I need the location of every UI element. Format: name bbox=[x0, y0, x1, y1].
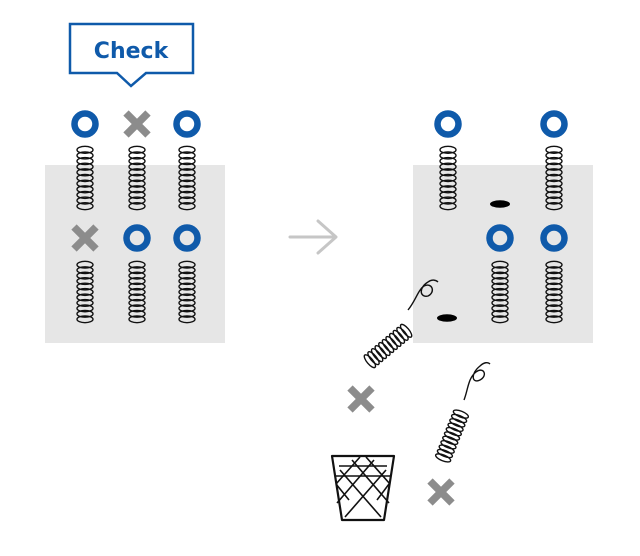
empty-slot bbox=[490, 200, 510, 208]
arrow-right-icon bbox=[288, 219, 338, 255]
ok-ring-icon bbox=[434, 110, 462, 138]
marks-after bbox=[434, 110, 568, 322]
spring bbox=[76, 145, 94, 211]
check-callout: Check bbox=[68, 22, 195, 88]
fail-x-icon bbox=[427, 478, 455, 506]
ok-ring-icon bbox=[540, 110, 568, 138]
ok-ring-icon bbox=[486, 224, 514, 252]
fail-x-icon bbox=[347, 385, 375, 413]
springs-after bbox=[439, 145, 563, 324]
ok-ring-icon bbox=[173, 110, 201, 138]
spring bbox=[439, 145, 457, 211]
spring-tail bbox=[463, 361, 491, 401]
spring bbox=[76, 260, 94, 324]
spring bbox=[178, 260, 196, 324]
ok-ring-icon bbox=[71, 110, 99, 138]
spring-tail bbox=[407, 279, 439, 311]
spring bbox=[545, 145, 563, 211]
discarded-springs bbox=[347, 279, 491, 506]
fail-x-icon bbox=[71, 224, 99, 252]
ok-ring-icon bbox=[173, 224, 201, 252]
fail-x-icon bbox=[123, 110, 151, 138]
spring bbox=[491, 260, 509, 324]
ok-ring-icon bbox=[123, 224, 151, 252]
discarded-spring bbox=[434, 409, 470, 463]
discarded-spring bbox=[363, 323, 413, 369]
marks-before bbox=[71, 110, 201, 252]
spring bbox=[128, 260, 146, 324]
spring bbox=[178, 145, 196, 211]
springs-before bbox=[76, 145, 196, 324]
board-after bbox=[413, 165, 593, 343]
callout-bubble bbox=[68, 22, 195, 88]
callout-label: Check bbox=[94, 39, 170, 64]
spring bbox=[545, 260, 563, 324]
empty-slot bbox=[437, 314, 457, 322]
trash-bin-icon bbox=[330, 454, 396, 522]
spring bbox=[128, 145, 146, 211]
ok-ring-icon bbox=[540, 224, 568, 252]
